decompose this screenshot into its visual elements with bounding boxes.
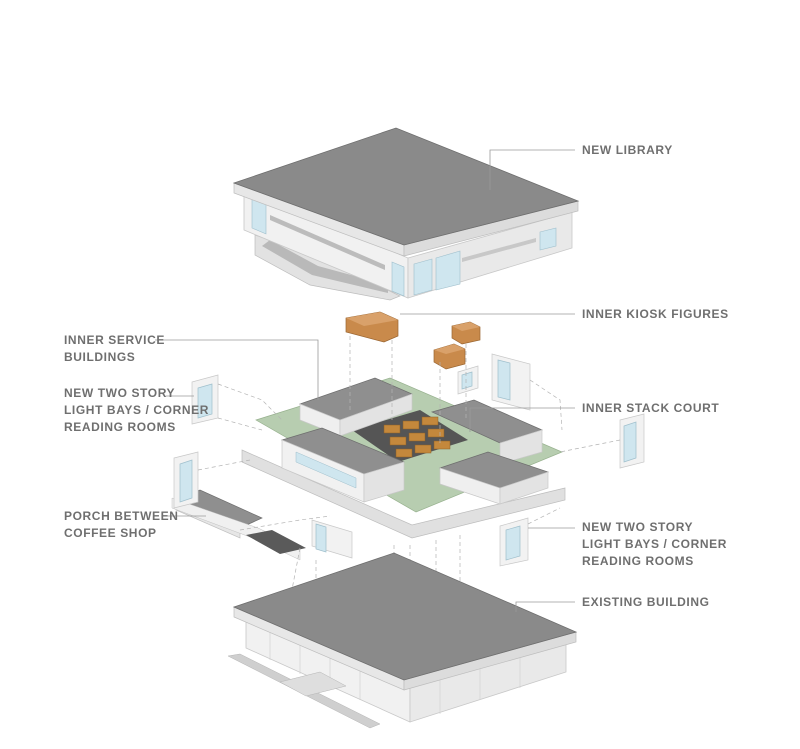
new-library-volume (232, 127, 580, 301)
inner-level (241, 377, 566, 539)
existing-building-volume (227, 552, 578, 729)
light-bays (173, 353, 645, 567)
label-inner-stack-court: INNER STACK COURT (582, 401, 720, 415)
kiosk-figures (345, 311, 481, 370)
label-porch-between-coffee-shop: PORCH BETWEEN COFFEE SHOP (64, 509, 179, 540)
leader-inner-service (155, 339, 319, 400)
label-inner-kiosk-figures: INNER KIOSK FIGURES (582, 307, 729, 321)
leader-inner-stack-court (469, 407, 575, 432)
label-existing-building: EXISTING BUILDING (582, 595, 710, 609)
leader-new-library (489, 149, 575, 190)
label-light-bays-right: NEW TWO STORY LIGHT BAYS / CORNER READIN… (582, 520, 727, 568)
label-inner-service-buildings: INNER SERVICE BUILDINGS (64, 333, 165, 364)
leader-lines (155, 149, 575, 612)
leader-existing-building (515, 601, 575, 612)
label-new-library: NEW LIBRARY (582, 143, 673, 157)
label-light-bays-left: NEW TWO STORY LIGHT BAYS / CORNER READIN… (64, 386, 209, 434)
